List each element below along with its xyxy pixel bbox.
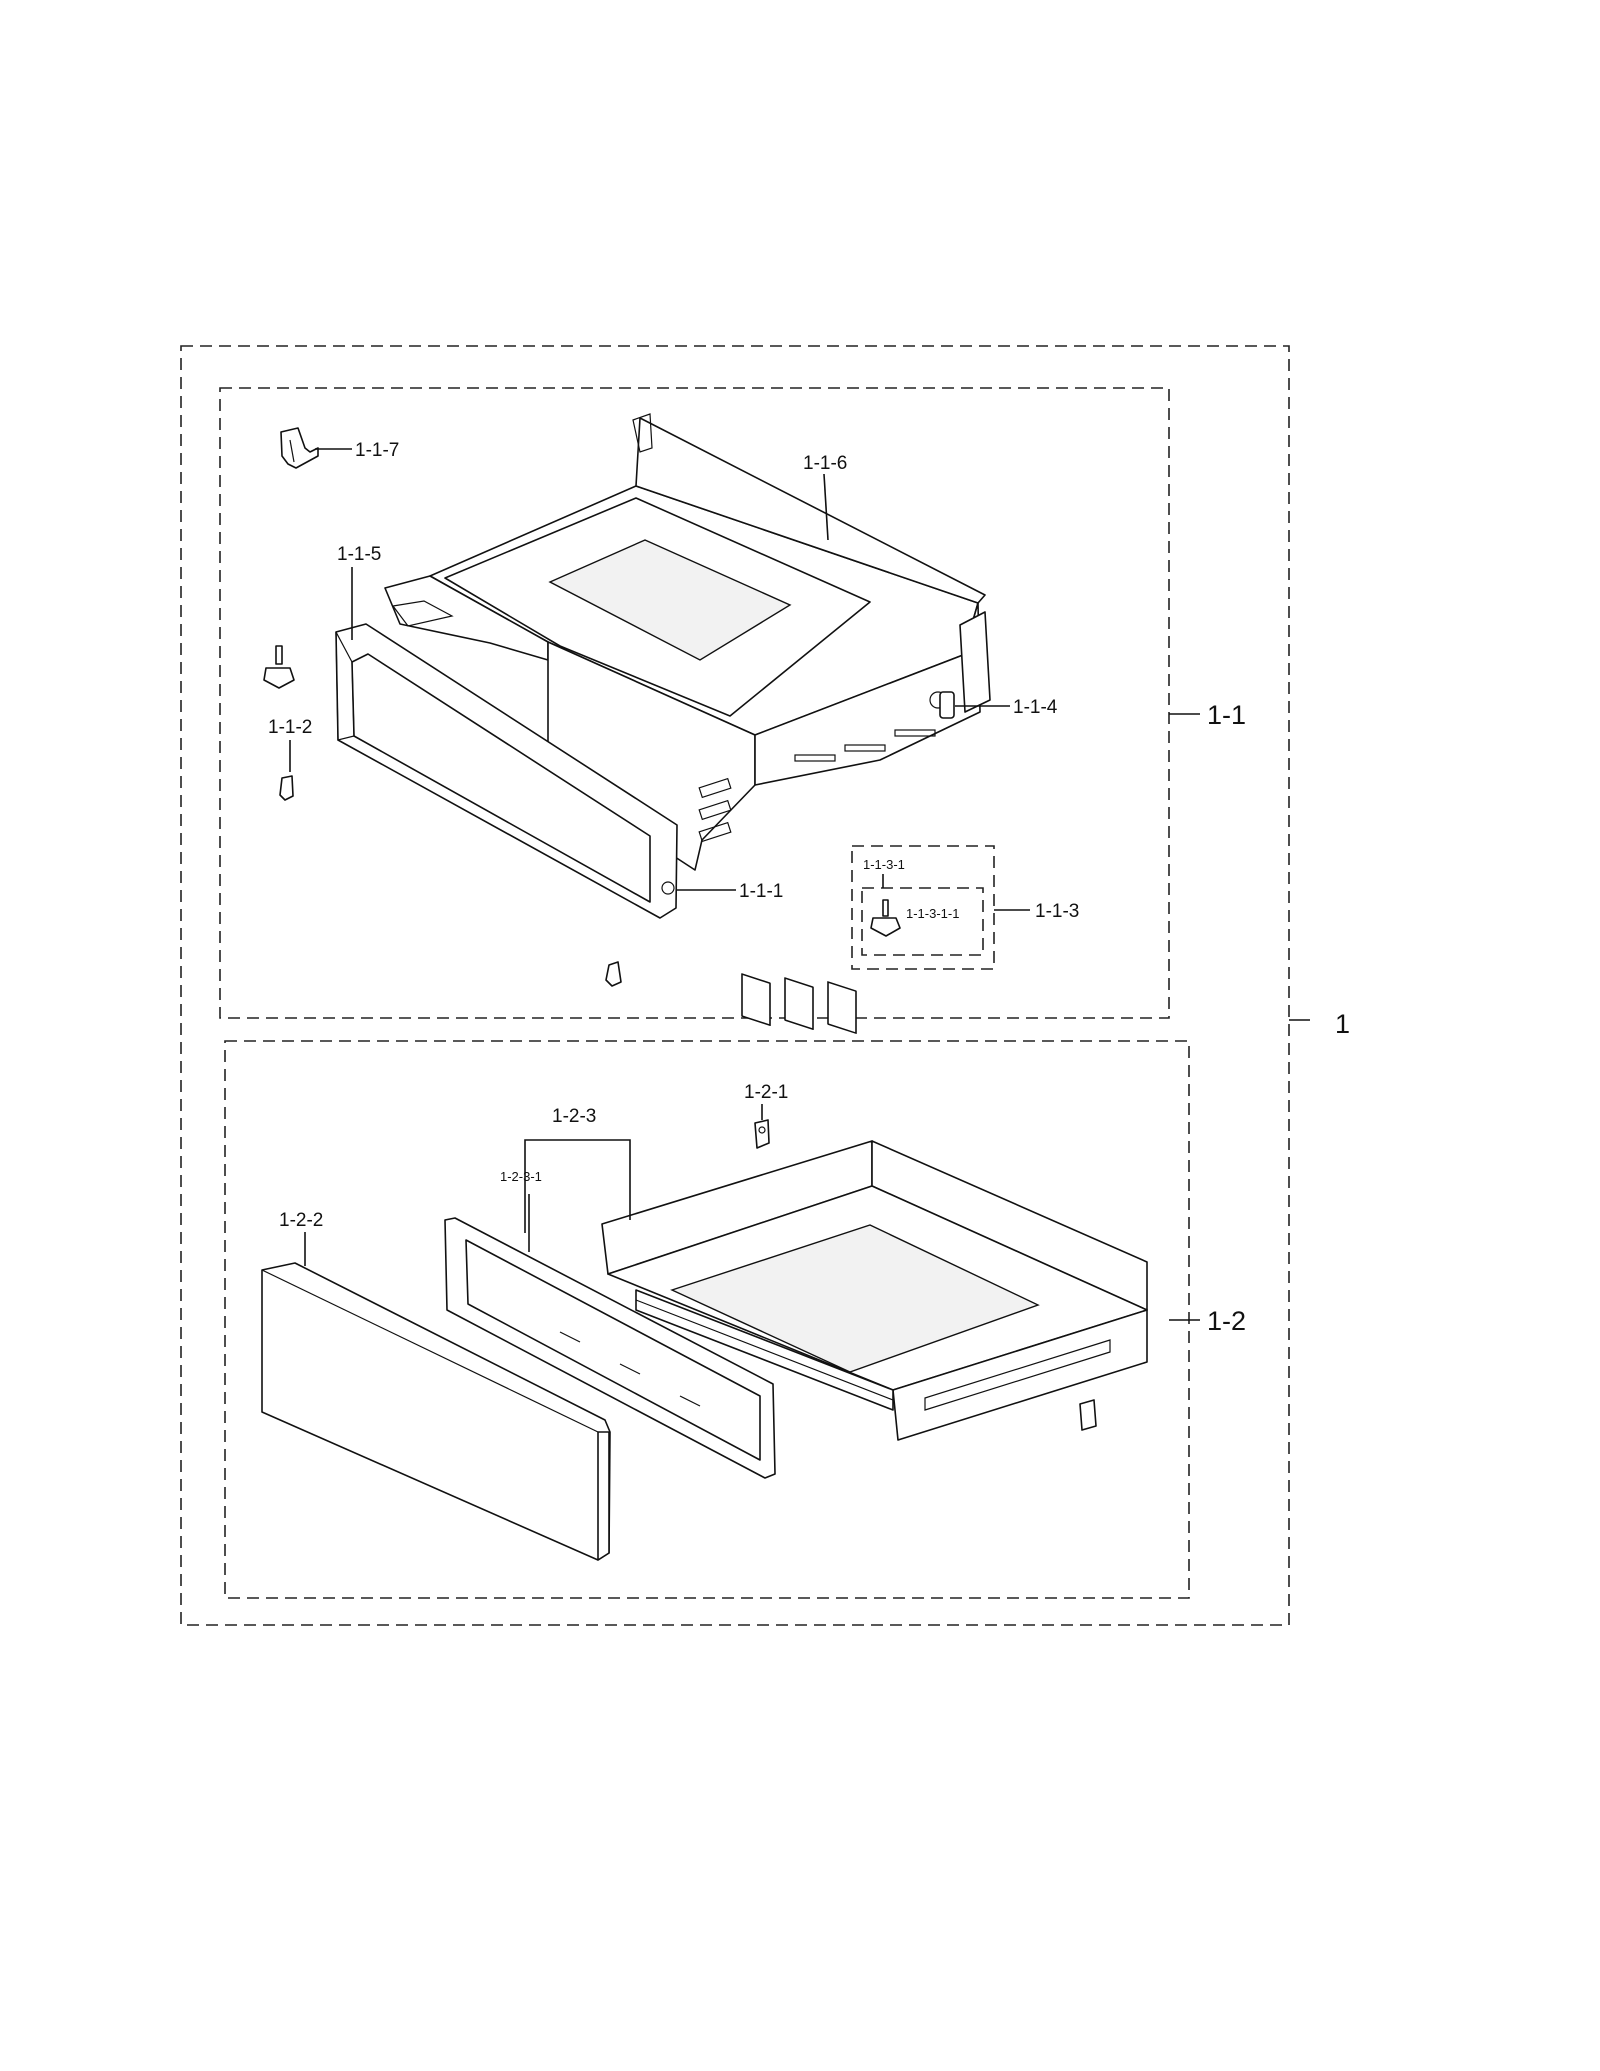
assembly-1-box [180, 345, 1290, 1626]
bracket-1-1-7 [280, 427, 319, 469]
upper-housing [384, 413, 991, 1034]
drawer-tub-1-2 [601, 1140, 1148, 1441]
label-1-1-7: 1-1-7 [355, 440, 399, 461]
roller-1-1-4 [939, 691, 955, 719]
foot-1-1-3-1-1 [870, 899, 901, 937]
front-frame-1-1-5 [335, 623, 678, 919]
clip-small [605, 961, 622, 987]
label-1: 1 [1335, 1009, 1350, 1039]
label-1-1-5: 1-1-5 [337, 544, 381, 565]
label-1-1-3-1: 1-1-3-1 [863, 857, 905, 872]
bracket-1-2-1 [754, 1119, 770, 1149]
label-1-1-3: 1-1-3 [1035, 901, 1079, 922]
label-1-1-3-1-1: 1-1-3-1-1 [906, 906, 959, 921]
bracket-lower [1079, 1399, 1097, 1431]
label-1-1: 1-1 [1207, 700, 1246, 730]
label-1-2: 1-2 [1207, 1306, 1246, 1336]
label-1-2-3-1: 1-2-3-1 [500, 1169, 542, 1184]
label-1-1-1: 1-1-1 [739, 881, 783, 902]
label-1-1-6: 1-1-6 [803, 453, 847, 474]
subassembly-1-1-3-1-box [861, 887, 984, 956]
inner-frame-1-2-3-1 [444, 1217, 776, 1479]
label-1-2-1: 1-2-1 [744, 1082, 788, 1103]
clip-1-1-2 [279, 775, 294, 801]
label-1-2-3: 1-2-3 [552, 1106, 596, 1127]
label-1-1-4: 1-1-4 [1013, 697, 1058, 718]
label-1-2-2: 1-2-2 [279, 1210, 323, 1231]
label-1-1-2: 1-1-2 [268, 717, 312, 738]
leveling-foot [263, 645, 295, 689]
drawer-front-1-2-2 [261, 1262, 611, 1561]
subassembly-1-1-box [219, 387, 1170, 1019]
